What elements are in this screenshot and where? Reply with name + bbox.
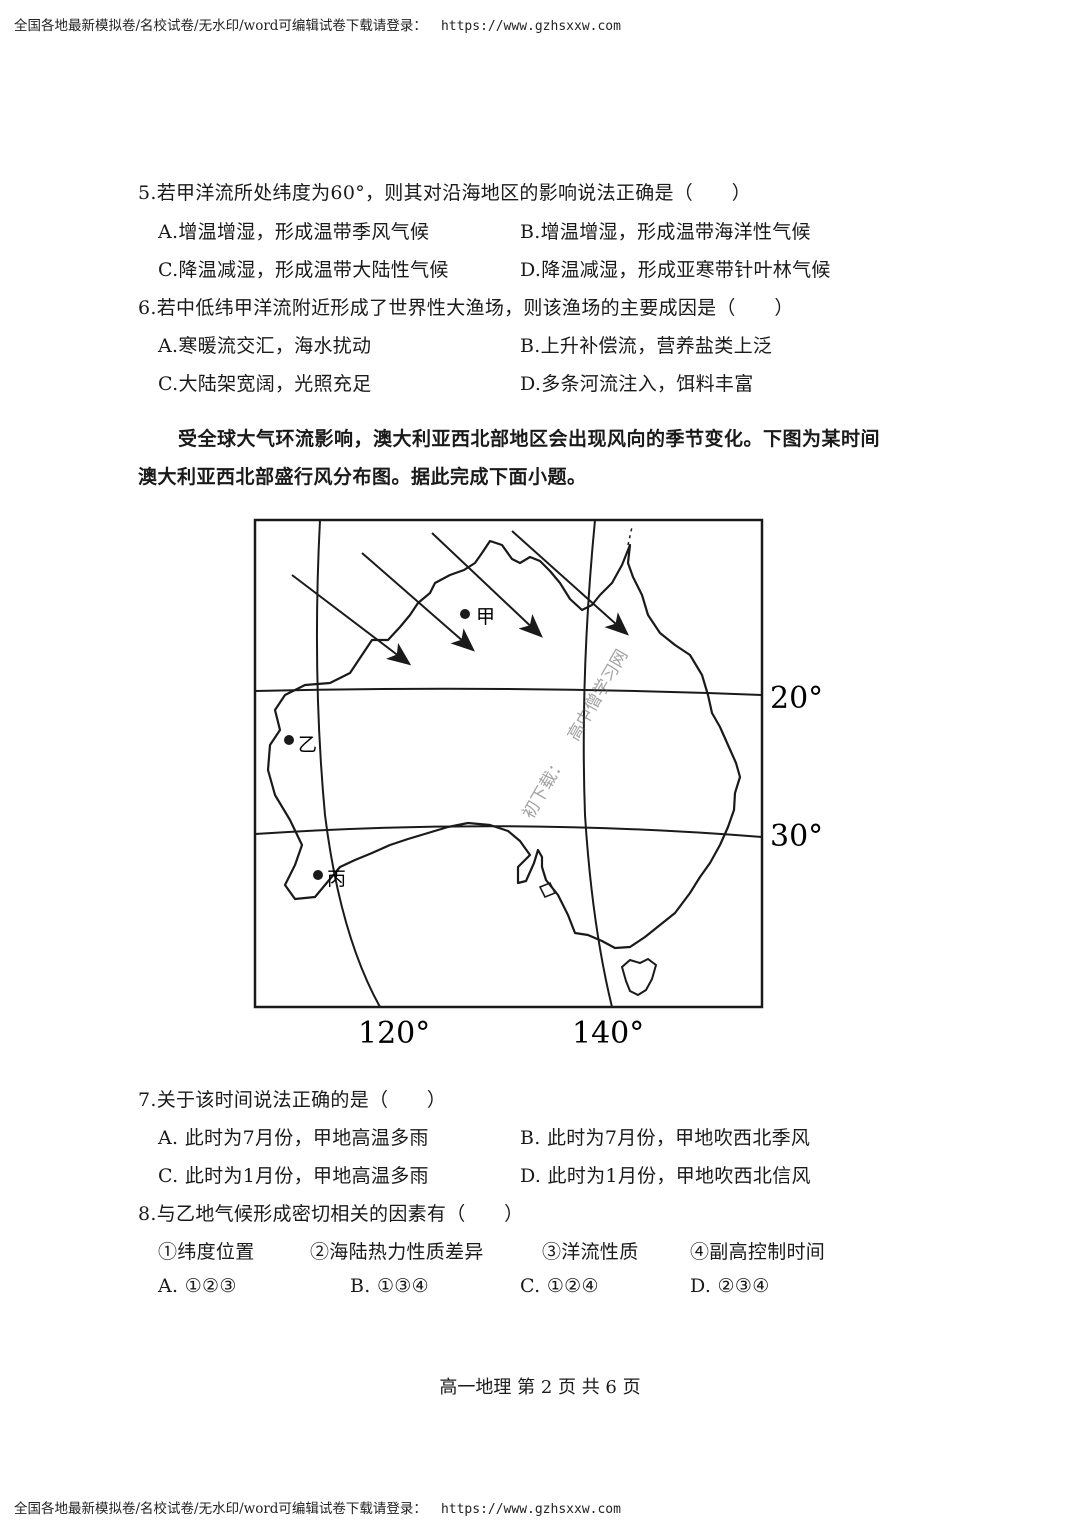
place-yi-dot [284,735,294,745]
place-yi-label: 乙 [298,734,317,756]
lon-120-label: 120° [358,1016,430,1051]
place-bing-label: 丙 [327,868,346,890]
place-bing-dot [313,870,323,880]
q5-option-c: C.降温减湿，形成温带大陆性气候 [158,259,449,281]
q7-option-a: A. 此时为7月份，甲地高温多雨 [158,1127,429,1149]
q5-option-d: D.降温减湿，形成亚寒带针叶林气候 [520,259,831,281]
watermark-text-2: 高中僧学习网 [564,646,632,744]
bottom-banner: 全国各地最新模拟卷/名校试卷/无水印/word可编辑试卷下载请登录： https:… [14,1497,621,1517]
banner-text: 全国各地最新模拟卷/名校试卷/无水印/word可编辑试卷下载请登录： [14,18,427,34]
banner-url-bottom[interactable]: https://www.gzhsxxw.com [440,1502,621,1517]
wind-arrow-3 [431,532,543,638]
q7-option-d: D. 此时为1月份，甲地吹西北信风 [520,1165,811,1187]
cape-york-dashes [627,526,633,546]
q6-option-a: A.寒暖流交汇，海水扰动 [158,335,372,357]
q7-stem: 7.关于该时间说法正确的是（ ） [138,1089,447,1111]
q5-stem: 5.若甲洋流所处纬度为60°，则其对沿海地区的影响说法正确是（ ） [138,182,752,204]
lat-30-label: 30° [770,819,823,854]
q7-option-b: B. 此时为7月份，甲地吹西北季风 [520,1127,811,1149]
q8-factor-2: ②海陆热力性质差异 [310,1241,484,1263]
q7-option-c: C. 此时为1月份，甲地高温多雨 [158,1165,429,1187]
q5-option-b: B.增温增湿，形成温带海洋性气候 [520,221,811,243]
latitude-20-line [254,687,763,696]
q8-option-b: B. ①③④ [350,1275,429,1297]
lat-20-label: 20° [770,681,823,716]
longitude-120-line [315,519,381,1008]
watermark-text-1: 初下载： [519,754,570,823]
banner-text-bottom: 全国各地最新模拟卷/名校试卷/无水印/word可编辑试卷下载请登录： [14,1501,427,1517]
wind-arrow-2 [361,552,476,652]
intro-line-1: 受全球大气环流影响，澳大利亚西北部地区会出现风向的季节变化。下图为某时间 [178,428,881,450]
longitude-140-line [582,519,613,1008]
kangaroo-island [538,881,557,899]
q6-option-c: C.大陆架宽阔，光照充足 [158,373,372,395]
australia-outline [266,539,742,950]
q8-factor-1: ①纬度位置 [158,1241,255,1263]
q6-option-d: D.多条河流注入，饵料丰富 [520,373,754,395]
q8-factor-3: ③洋流性质 [542,1241,639,1263]
place-jia-label: 甲 [476,606,495,628]
q8-option-c: C. ①②④ [520,1275,599,1297]
q5-option-a: A.增温增湿，形成温带季风气候 [158,221,430,243]
map-frame [253,518,764,1009]
q8-factor-4: ④副高控制时间 [690,1241,826,1263]
wind-arrow-1 [291,574,412,666]
lon-140-label: 140° [572,1016,644,1051]
place-jia-dot [460,609,470,619]
tasmania-outline [620,957,658,997]
latitude-30-line [254,825,763,838]
intro-line-2: 澳大利亚西北部盛行风分布图。据此完成下面小题。 [138,466,587,488]
watermark: 初下载： 高中僧学习网 [519,646,632,822]
q6-stem: 6.若中低纬甲洋流附近形成了世界性大渔场，则该渔场的主要成因是（ ） [138,297,794,319]
q8-stem: 8.与乙地气候形成密切相关的因素有（ ） [138,1203,524,1225]
wind-arrow-4 [511,530,629,636]
q8-option-d: D. ②③④ [690,1275,770,1297]
wind-distribution-map: 甲 乙 丙 20° 30° 120° 140° 初下载： 高中僧学习网 [253,518,823,1051]
q6-option-b: B.上升补偿流，营养盐类上泛 [520,335,773,357]
q8-option-a: A. ①②③ [158,1275,237,1297]
page-footer: 高一地理 第 2 页 共 6 页 [439,1377,641,1398]
banner-url[interactable]: https://www.gzhsxxw.com [440,19,621,34]
top-banner: 全国各地最新模拟卷/名校试卷/无水印/word可编辑试卷下载请登录： https:… [14,14,621,34]
